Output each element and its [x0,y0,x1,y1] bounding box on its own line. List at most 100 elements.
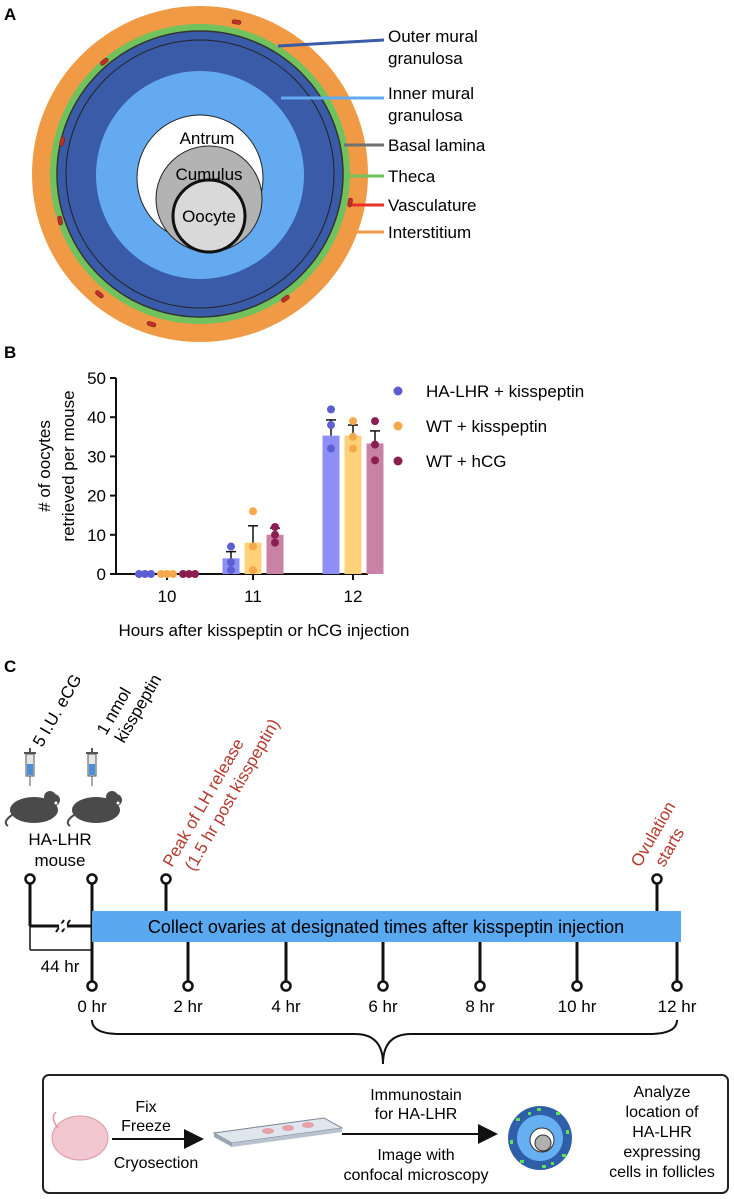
legend-inner-mural-line2: granulosa [388,106,463,125]
data-point [327,405,335,414]
mouse-label-line1: HA-LHR [28,830,91,849]
analyze-line1: Analyze [634,1084,691,1101]
legend-interstitium: Interstitium [388,223,471,242]
bar [244,542,262,574]
data-point [249,566,257,575]
legend-outer-mural-line2: granulosa [388,49,463,68]
chart-y-axis-label-line2: retrieved per mouse [59,390,78,541]
legend-marker [393,456,403,466]
time-label-12: 12 hr [658,997,697,1016]
legend-outer-mural-line1: Outer mural [388,27,478,46]
analyze-line3: HA-LHR [632,1124,692,1141]
y-tick-label: 30 [87,447,106,466]
y-tick-label: 50 [87,369,106,388]
panel-a-letter: A [4,5,16,24]
data-point [349,417,357,426]
collect-ovaries-bar [92,911,681,942]
legend-marker [393,421,403,431]
mouse-icon [66,791,122,827]
image-with-line2: confocal microscopy [344,1167,489,1184]
data-point [271,530,279,539]
data-point [163,570,171,578]
data-point [371,417,379,426]
data-point [249,542,257,551]
injection-ecg-label: 5 I.U. eCG [29,671,86,750]
data-point [135,570,143,578]
timeline-brace [91,1019,678,1065]
time-tick [182,942,194,992]
data-point [327,421,335,430]
y-tick-label: 40 [87,408,106,427]
time-tick [377,942,389,992]
data-point [185,570,193,578]
analyze-text: Analyze location of HA-LHR expressing ce… [609,1084,715,1181]
data-point [349,432,357,441]
time-label-10: 10 hr [558,997,597,1016]
data-point [141,570,149,578]
timeline [24,873,663,986]
freeze-label: Freeze [121,1118,171,1135]
chart-y-axis-label-line1: # of oocytes [35,420,54,512]
time-label-4: 4 hr [271,997,301,1016]
legend-label: HA-LHR + kisspeptin [426,382,584,401]
cumulus-label: Cumulus [175,165,242,184]
data-point [227,558,235,567]
fix-label: Fix [135,1099,156,1116]
syringe-icon [86,748,98,786]
immunostain-line2: for HA-LHR [375,1106,458,1123]
legend-inner-mural-line1: Inner mural [388,84,474,103]
time-tick [280,942,292,992]
bar [322,435,340,574]
y-tick-label: 10 [87,526,106,545]
data-point [271,538,279,547]
data-point [157,570,165,578]
slide-icon [212,1117,344,1147]
data-point [169,570,177,578]
analyze-line2: location of [626,1104,699,1121]
data-point [179,570,187,578]
x-tick-label: 10 [158,587,177,606]
time-tick [571,942,583,992]
time-label-6: 6 hr [368,997,398,1016]
data-point [371,456,379,465]
y-tick-label: 0 [97,565,106,584]
chart-x-axis-label: Hours after kisspeptin or hCG injection [118,621,409,640]
legend-label: WT + hCG [426,452,506,471]
time-ticks [86,942,683,992]
time-tick [671,942,683,992]
data-point [227,566,235,575]
gap-44hr-label: 44 hr [41,957,80,976]
legend-basal-lamina: Basal lamina [388,136,486,155]
legend-label: WT + kisspeptin [426,417,547,436]
time-labels: 0 hr 2 hr 4 hr 6 hr 8 hr 10 hr 12 hr [77,997,696,1016]
mouse-label-line2: mouse [34,851,85,870]
bar [344,435,362,574]
panel-c-letter: C [4,657,16,676]
time-label-0: 0 hr [77,997,107,1016]
time-label-2: 2 hr [173,997,203,1016]
legend-theca: Theca [388,167,436,186]
immunostain-line1: Immunostain [370,1087,462,1104]
bar [266,534,284,574]
antrum-label: Antrum [180,129,235,148]
analyze-line5: cells in follicles [609,1164,715,1181]
analyze-line4: expressing [623,1144,700,1161]
cryosection-label: Cryosection [114,1155,198,1172]
mouse-icon [4,791,60,827]
data-point [249,507,257,516]
data-point [349,444,357,453]
vasculature-vessels [57,19,353,328]
image-with-line1: Image with [377,1147,454,1164]
legend-line-outer-mural [277,38,385,48]
data-point [371,440,379,449]
data-point [191,570,199,578]
x-tick-label: 11 [244,587,262,606]
y-tick-label: 20 [87,487,106,506]
oocyte-circle [171,178,247,254]
legend-vasculature: Vasculature [388,196,477,215]
bar [366,443,384,574]
time-label-8: 8 hr [465,997,495,1016]
data-point [227,542,235,551]
